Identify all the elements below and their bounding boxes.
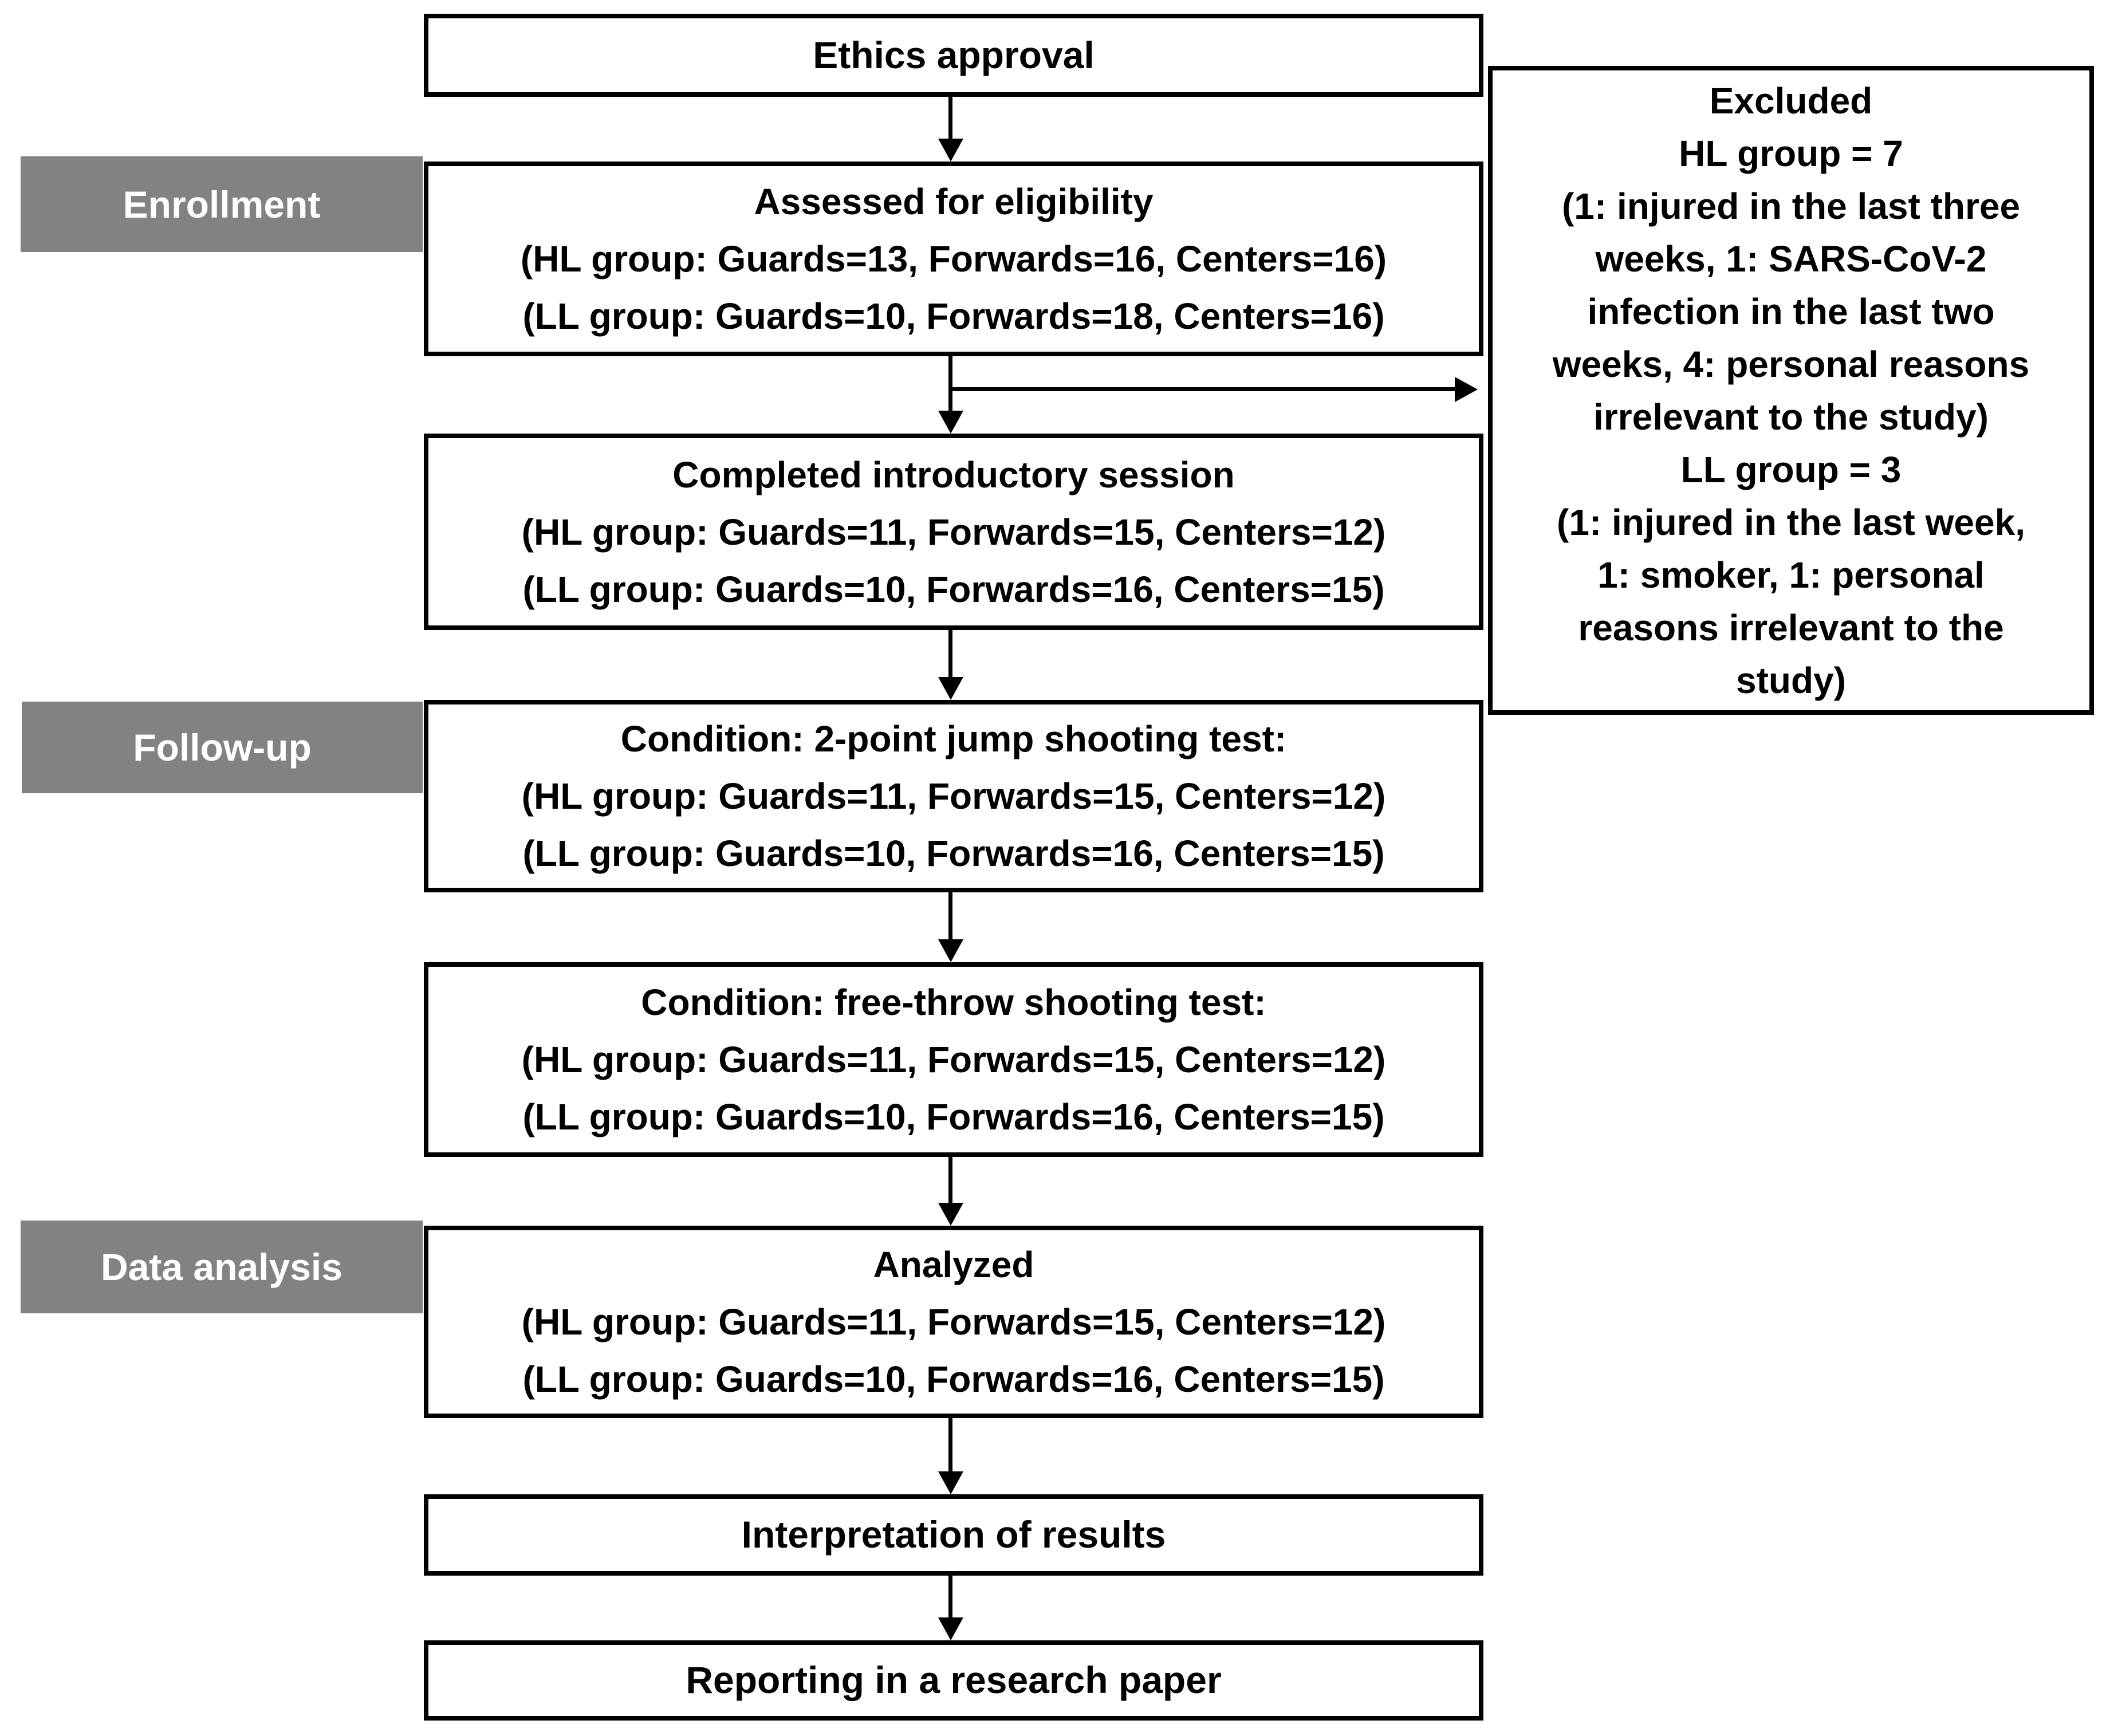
- excluded-box: Excluded HL group = 7 (1: injured in the…: [1488, 66, 2094, 715]
- assessed-for-eligibility-box: Assessed for eligibility (HL group: Guar…: [424, 162, 1483, 356]
- ethics-approval-box: Ethics approval: [424, 14, 1483, 97]
- down-arrowhead: [938, 677, 963, 700]
- down-arrowhead: [938, 1471, 963, 1494]
- down-arrowhead: [938, 1617, 963, 1640]
- data-analysis-stage-label: Data analysis: [21, 1221, 423, 1313]
- follow-up-stage-label: Follow-up: [22, 702, 423, 793]
- down-arrowhead: [938, 139, 963, 162]
- reporting-research-paper-box: Reporting in a research paper: [424, 1640, 1483, 1721]
- down-arrowhead: [938, 411, 963, 434]
- down-arrowhead: [938, 939, 963, 962]
- completed-introductory-session-box: Completed introductory session (HL group…: [424, 434, 1483, 630]
- enrollment-stage-label: Enrollment: [21, 156, 423, 252]
- interpretation-of-results-box: Interpretation of results: [424, 1494, 1483, 1576]
- down-arrowhead: [938, 1203, 963, 1226]
- free-throw-test-box: Condition: free-throw shooting test: (HL…: [424, 962, 1483, 1157]
- jump-shooting-test-box: Condition: 2-point jump shooting test: (…: [424, 700, 1483, 892]
- analyzed-box: Analyzed (HL group: Guards=11, Forwards=…: [424, 1226, 1483, 1418]
- right-arrowhead: [1455, 377, 1478, 402]
